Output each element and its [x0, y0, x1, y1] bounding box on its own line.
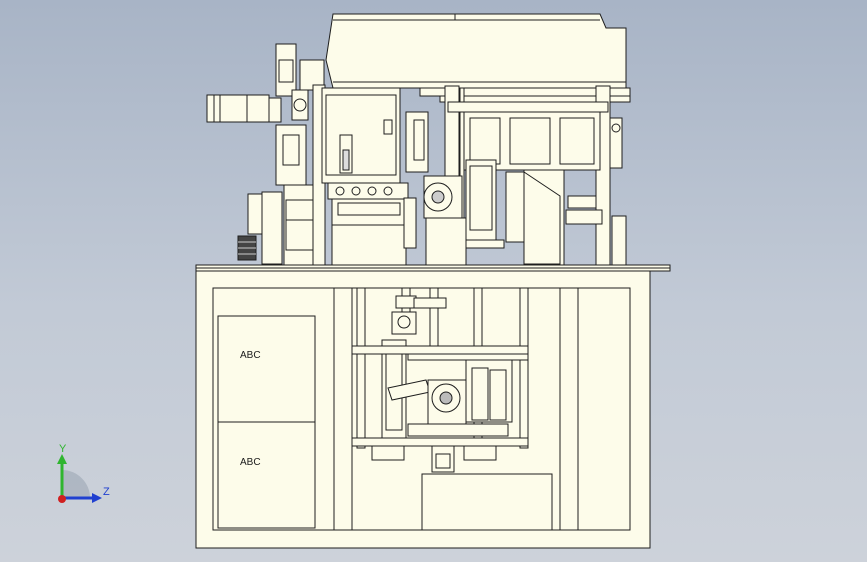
central-housing [321, 87, 429, 266]
y-arrowhead-icon [57, 454, 67, 464]
z-axis-label: Z [103, 486, 110, 498]
y-axis-label: Y [59, 443, 67, 455]
cabinet-upper-label: ABC [240, 350, 261, 361]
z-arrowhead-icon [92, 493, 102, 503]
lower-mechanism [351, 287, 553, 531]
top-hood [325, 13, 631, 103]
triad-arc [62, 470, 90, 498]
electrical-cabinets [217, 315, 316, 529]
cabinet-lower-label: ABC [240, 457, 261, 468]
table-top [195, 264, 671, 272]
right-mechanism [423, 85, 627, 267]
x-axis-dot [58, 495, 66, 503]
axis-triad: Y Z [50, 440, 120, 510]
left-motor-assembly [206, 43, 326, 266]
